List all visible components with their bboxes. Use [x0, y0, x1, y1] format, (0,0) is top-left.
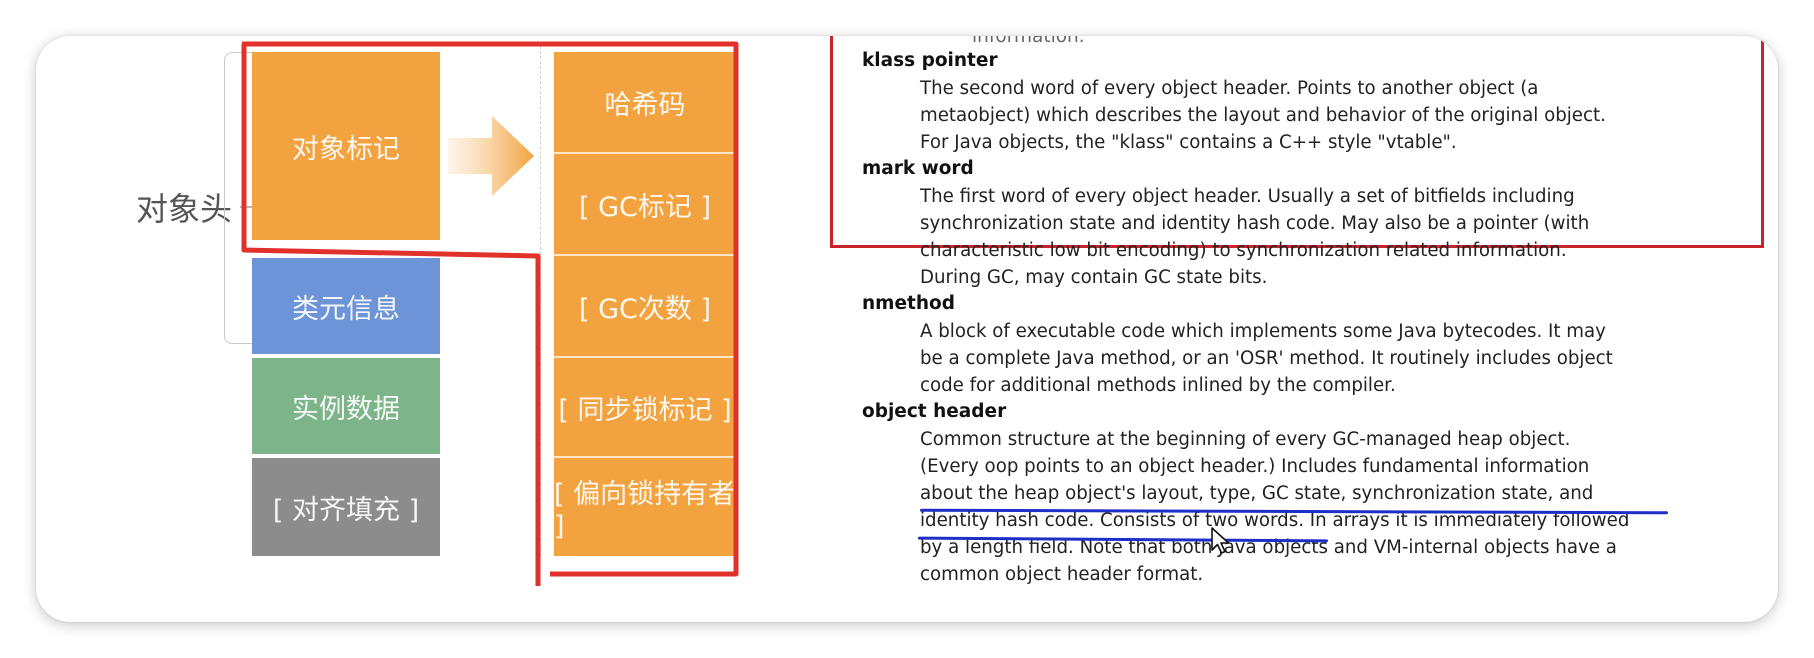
definition-line: metaobject) which describes the layout a… — [920, 105, 1606, 126]
definition-line: common object header format. — [920, 564, 1204, 585]
term-mark-word: mark word — [862, 158, 974, 179]
definition-line: The second word of every object header. … — [920, 78, 1539, 99]
block-instance-data-label: 实例数据 — [292, 393, 400, 425]
block-mark-word: 对象标记 — [252, 52, 440, 240]
definition-line: Common structure at the beginning of eve… — [920, 429, 1571, 450]
definition-line: be a complete Java method, or an 'OSR' m… — [920, 348, 1613, 369]
definition-line: A block of executable code which impleme… — [920, 321, 1606, 342]
object-layout-diagram: 对象头 对象标记 类元信息 实例数据 [ 对齐填充 ] — [36, 36, 796, 622]
block-instance-data: 实例数据 — [252, 358, 440, 454]
expand-arrow-icon — [448, 116, 536, 196]
block-gc-mark: [ GC标记 ] — [554, 154, 736, 256]
definition-line: by a length field. Note that both Java o… — [920, 537, 1617, 558]
definition-line: code for additional methods inlined by t… — [920, 375, 1396, 396]
block-class-metadata: 类元信息 — [252, 258, 440, 354]
block-hash-code: 哈希码 — [554, 52, 736, 154]
block-hash-code-label: 哈希码 — [604, 89, 686, 121]
term-klass-pointer: klass pointer — [862, 50, 998, 71]
glossary-highlight-box — [830, 36, 1764, 248]
block-biased-lock-owner: [ 偏向锁持有者 ] — [554, 458, 736, 556]
block-lock-flag-label: [ 同步锁标记 ] — [558, 394, 732, 426]
definition-line: (Every oop points to an object header.) … — [920, 456, 1590, 477]
block-padding: [ 对齐填充 ] — [252, 458, 440, 556]
cut-off-text: information. — [972, 36, 1085, 47]
definition-line: characteristic low bit encoding) to sync… — [920, 240, 1567, 261]
term-nmethod: nmethod — [862, 293, 955, 314]
block-class-metadata-label: 类元信息 — [292, 293, 400, 325]
red-highlight-outline — [241, 41, 739, 586]
block-mark-word-label: 对象标记 — [292, 133, 400, 165]
brace-tick — [240, 206, 256, 208]
block-biased-lock-owner-label: [ 偏向锁持有者 ] — [554, 479, 736, 542]
term-object-header: object header — [862, 401, 1007, 422]
block-gc-count: [ GC次数 ] — [554, 256, 736, 358]
screenshot-card: 对象头 对象标记 类元信息 实例数据 [ 对齐填充 ] — [36, 36, 1778, 622]
object-header-label: 对象头 — [136, 190, 233, 228]
definition-line: The first word of every object header. U… — [920, 186, 1575, 207]
mouse-cursor-icon — [1210, 526, 1232, 556]
definition-line: synchronization state and identity hash … — [920, 213, 1590, 234]
definition-line: about the heap object's layout, type, GC… — [920, 483, 1594, 504]
block-gc-count-label: [ GC次数 ] — [578, 293, 711, 325]
object-header-brace — [224, 52, 253, 344]
definition-line: identity hash code. Consists of two word… — [920, 510, 1630, 531]
definition-line: For Java objects, the "klass" contains a… — [920, 132, 1457, 153]
block-padding-label: [ 对齐填充 ] — [272, 494, 420, 526]
block-gc-mark-label: [ GC标记 ] — [578, 191, 711, 223]
definition-line: During GC, may contain GC state bits. — [920, 267, 1268, 288]
block-lock-flag: [ 同步锁标记 ] — [554, 358, 736, 458]
